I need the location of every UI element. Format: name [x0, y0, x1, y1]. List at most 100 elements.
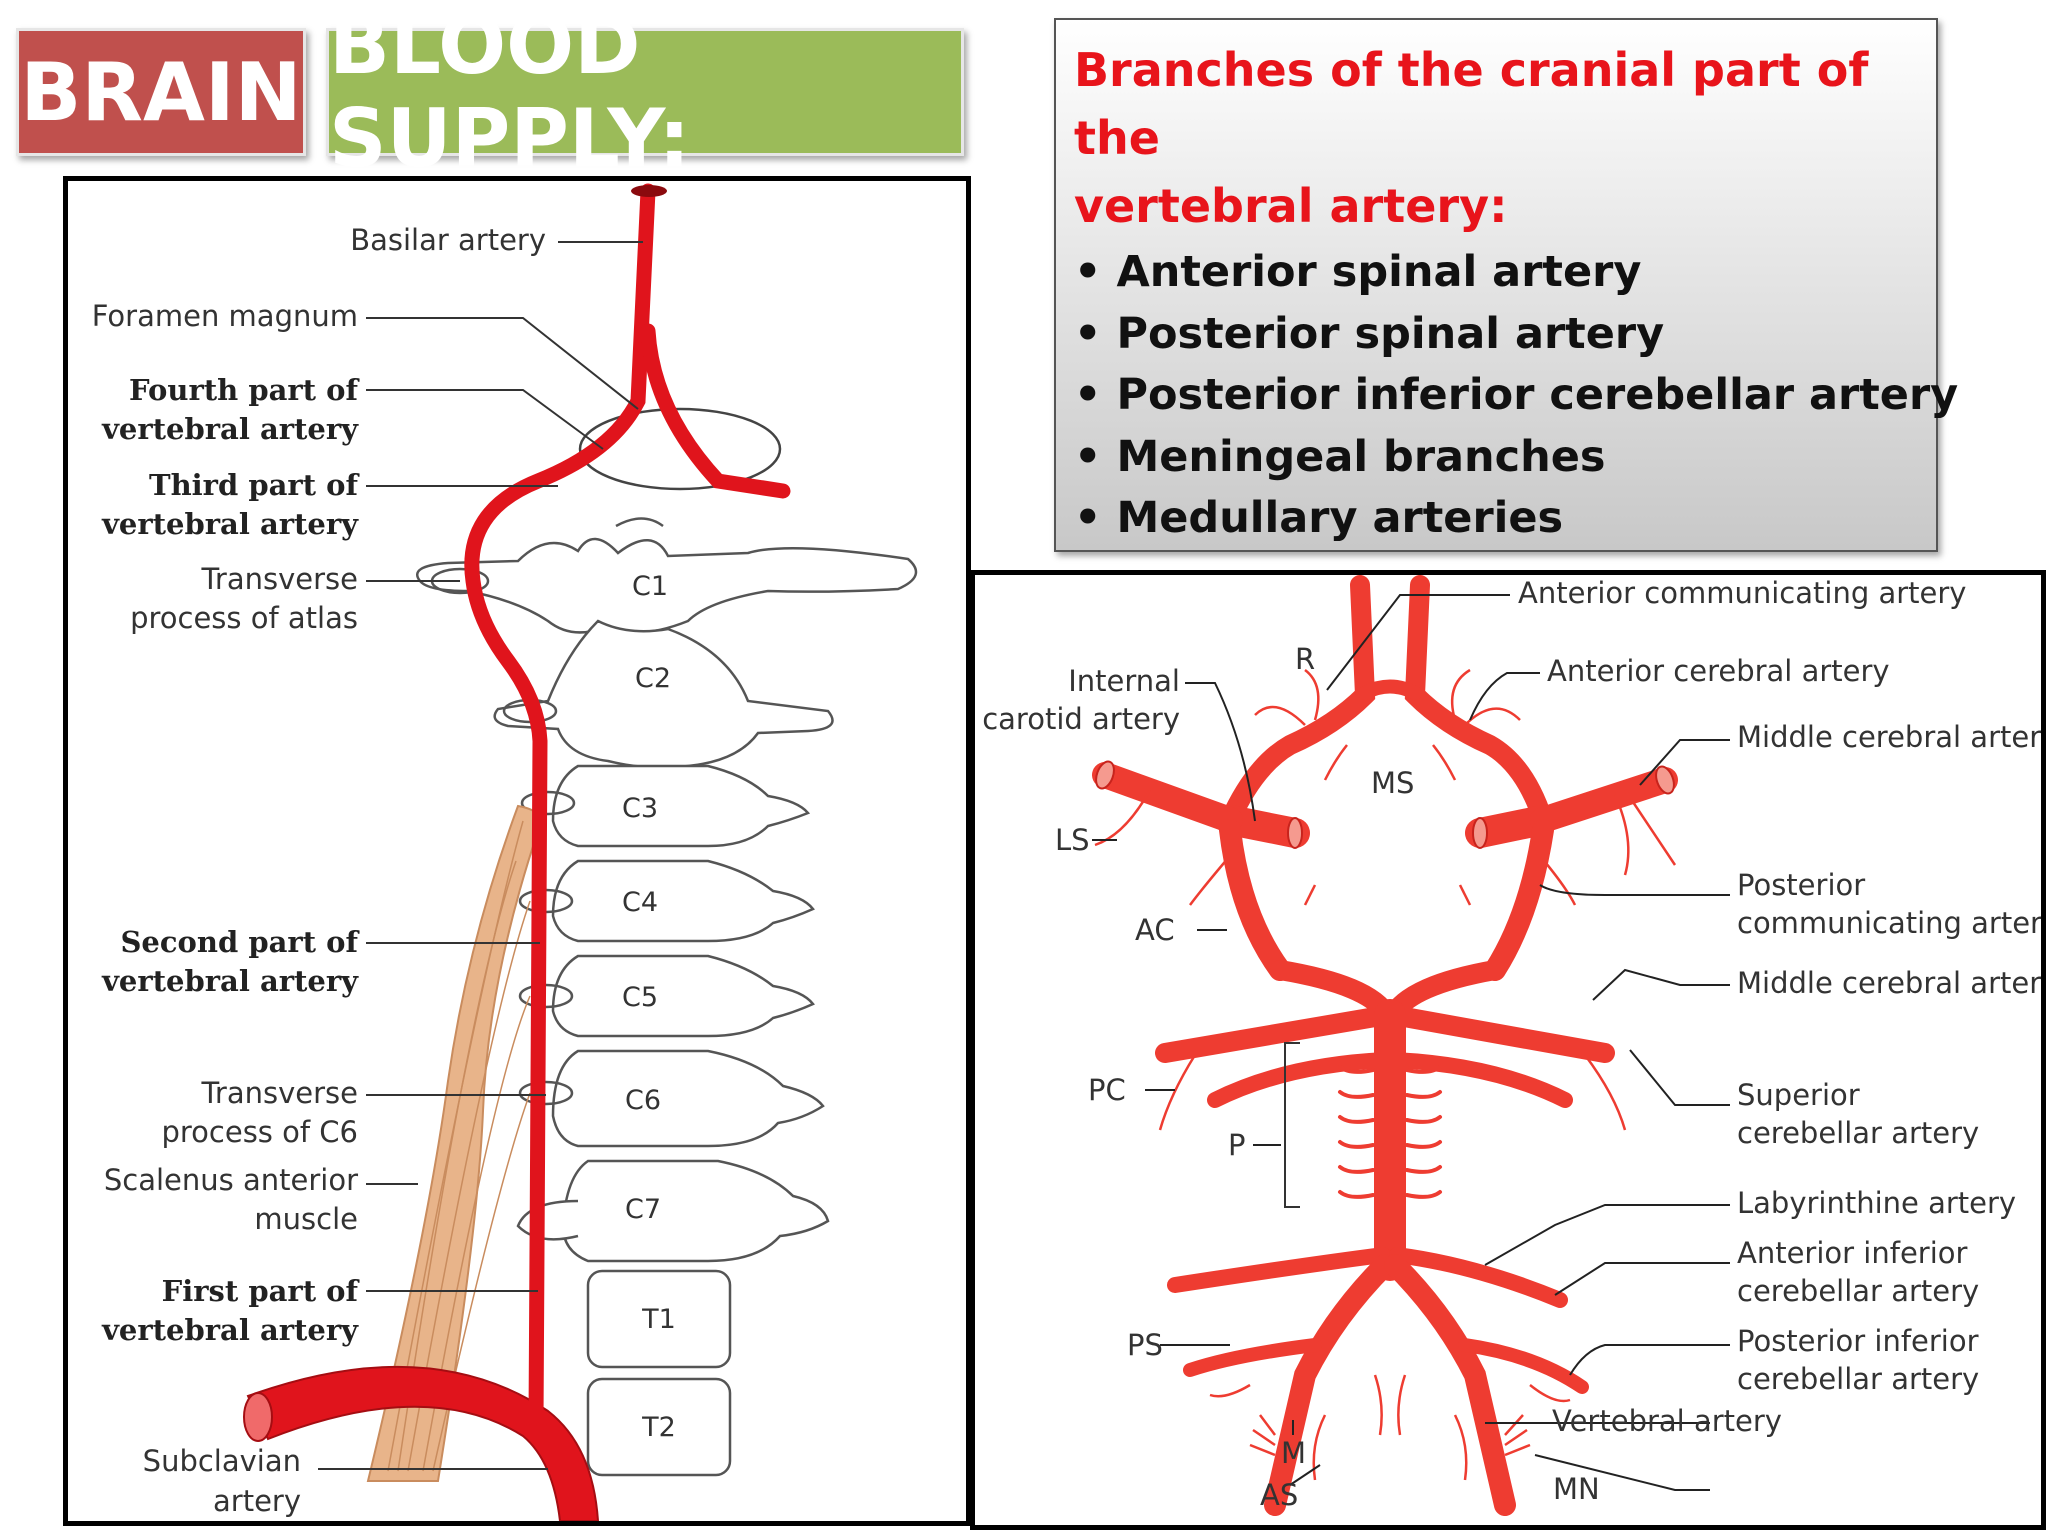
vertebra-t1	[586, 1269, 732, 1369]
arteries	[1092, 575, 1678, 1516]
pontine-bracket	[1284, 1042, 1300, 1208]
label-ica-line1: Internal	[1068, 664, 1180, 698]
label-aica-line2: cerebellar artery	[1737, 1274, 1979, 1308]
list-item: • Posterior spinal artery	[1074, 308, 1665, 359]
posterior-cerebral-left	[1155, 960, 1403, 1063]
vertebra-label-c1: C1	[632, 571, 668, 602]
label-ls: LS	[1055, 823, 1090, 857]
tp-c3-ring	[520, 790, 576, 816]
label-aica-line1: Anterior inferior	[1737, 1236, 1968, 1270]
label-sca-line2: cerebellar artery	[1737, 1116, 1979, 1150]
list-item: • Posterior inferior cerebellar artery	[1074, 370, 1959, 420]
muscle-fibers	[387, 820, 531, 1472]
posterior-communicating-right	[1484, 819, 1554, 981]
c7-transverse-process	[516, 1199, 579, 1241]
info-heading-line2: vertebral artery:	[1074, 179, 1508, 233]
label-fourth-part-line1: Fourth part of	[129, 373, 360, 407]
label-ac: AC	[1135, 913, 1175, 947]
vertebral-artery-diagram-panel: C1 C2 C3 C4 C5 C6 C7 T1 T2 Basilar arter…	[63, 176, 971, 1526]
branches-info-box: Branches of the cranial part of the vert…	[1054, 18, 1958, 552]
label-foramen-magnum: Foramen magnum	[92, 299, 358, 333]
aica-right	[1389, 1247, 1568, 1308]
branches-list: • Anterior spinal artery • Posterior spi…	[1074, 242, 1958, 550]
posterior-cerebral-right	[1377, 960, 1615, 1063]
vertebra-label-c5: C5	[622, 982, 658, 1013]
label-middle-cerebral-top: Middle cerebral artery	[1737, 720, 2041, 754]
label-scalenus-line1: Scalenus anterior	[104, 1163, 358, 1197]
vertebra-label-c2: C2	[635, 663, 671, 694]
vertebral-artery	[464, 183, 656, 1429]
vertebral-artery-right	[1384, 1254, 1516, 1516]
circle-of-willis-diagram: Anterior communicating artery Anterior c…	[982, 575, 2041, 1516]
list-item: • Anterior spinal artery	[1074, 247, 1642, 297]
label-pcom-line1: Posterior	[1737, 868, 1865, 902]
tp-c6-ring	[518, 1080, 574, 1106]
label-third-part-line1: Third part of	[149, 468, 361, 502]
right-leader-lines	[1092, 594, 1730, 1491]
aica-left	[1167, 1247, 1391, 1293]
label-p: P	[1228, 1128, 1246, 1162]
superior-cerebellar-right	[1387, 1052, 1573, 1108]
label-pica-line1: Posterior inferior	[1737, 1324, 1979, 1358]
label-tp-c6-line1: Transverse	[200, 1076, 358, 1110]
vertebra-t2	[586, 1377, 732, 1477]
vertebra-label-c7: C7	[625, 1194, 661, 1225]
vertebra-c4	[551, 859, 815, 943]
label-anterior-cerebral: Anterior cerebral artery	[1547, 654, 1890, 688]
brain-title: BRAIN	[20, 45, 302, 139]
label-as: AS	[1260, 1478, 1298, 1512]
label-first-part-line1: First part of	[162, 1274, 361, 1308]
anterior-communicating-artery	[1358, 679, 1422, 700]
vertebral-column	[416, 517, 918, 1477]
basilar-cut-end	[631, 185, 667, 197]
vertebra-c1	[416, 537, 918, 634]
blood-supply-title: BLOOD SUPPLY:	[329, 0, 691, 185]
vertebra-c3	[551, 764, 811, 848]
foramen-magnum	[578, 407, 782, 491]
anterior-cerebral-artery-left	[1220, 575, 1376, 830]
label-fourth-part-line2: vertebral artery	[101, 412, 359, 446]
label-ps: PS	[1127, 1328, 1163, 1362]
label-first-part-line2: vertebral artery	[101, 1313, 359, 1347]
subclavian-cut-end	[243, 1392, 273, 1442]
list-item: • Medullary arteries	[1074, 493, 1564, 543]
label-ms: MS	[1371, 766, 1414, 800]
middle-cerebral-artery-right-top	[1530, 767, 1678, 833]
vertebra-c5	[551, 954, 815, 1038]
label-ica-line2: carotid artery	[982, 702, 1180, 736]
circle-of-willis-panel: Anterior communicating artery Anterior c…	[970, 570, 2046, 1530]
label-tp-c6-line2: process of C6	[161, 1115, 358, 1149]
label-tp-atlas-line2: process of atlas	[130, 601, 358, 635]
vertebra-label-c3: C3	[622, 793, 658, 824]
pica-right	[1458, 1338, 1589, 1394]
label-subclavian-line2: artery	[213, 1484, 301, 1518]
label-scalenus-line2: muscle	[254, 1202, 358, 1236]
label-tp-atlas-line1: Transverse	[200, 562, 358, 596]
label-anterior-communicating: Anterior communicating artery	[1518, 576, 1966, 610]
vertebra-label-c4: C4	[622, 887, 658, 918]
info-heading-line1: Branches of the cranial part of the	[1074, 43, 1869, 165]
vertebral-artery-left	[1264, 1254, 1396, 1516]
info-heading: Branches of the cranial part of the vert…	[1074, 36, 1924, 240]
vertebra-label-t1: T1	[641, 1304, 676, 1335]
label-subclavian-line1: Subclavian	[143, 1444, 301, 1478]
label-sca-line1: Superior	[1737, 1078, 1860, 1112]
anterior-cerebral-artery-right	[1404, 575, 1553, 830]
pica-left	[1183, 1338, 1322, 1377]
label-m: M	[1281, 1436, 1306, 1470]
label-r: R	[1295, 642, 1315, 676]
middle-cerebral-artery-left	[1092, 762, 1243, 833]
vertebra-c6	[551, 1049, 825, 1148]
label-second-part-line2: vertebral artery	[101, 964, 359, 998]
label-pica-line2: cerebellar artery	[1737, 1362, 1979, 1396]
label-third-part-line2: vertebral artery	[101, 507, 359, 541]
pontine-branches	[1338, 1065, 1442, 1199]
vertebral-artery-contralateral	[640, 323, 791, 499]
cut-ends	[1095, 760, 1675, 849]
label-labyrinthine: Labyrinthine artery	[1737, 1186, 2016, 1220]
label-basilar-artery: Basilar artery	[350, 223, 546, 257]
subclavian-artery	[246, 1365, 600, 1521]
left-leader-lines	[318, 241, 643, 1470]
posterior-communicating-left	[1219, 819, 1291, 981]
vertebra-label-c6: C6	[625, 1085, 661, 1116]
